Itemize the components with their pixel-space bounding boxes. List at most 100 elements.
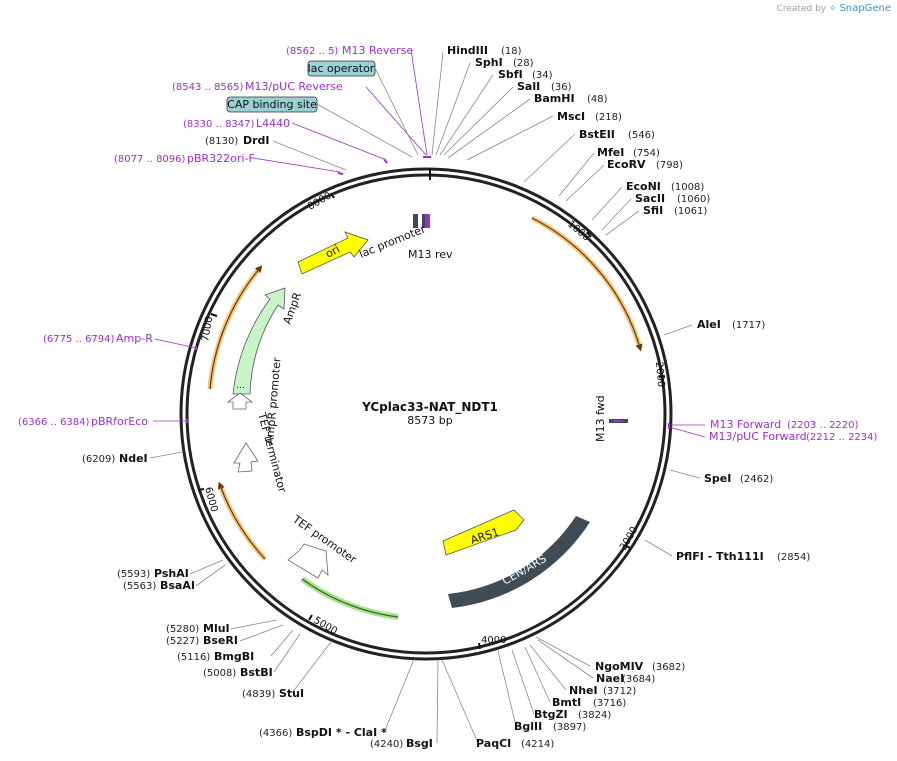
site-name: BamHI <box>534 92 575 105</box>
site-pos: (1717) <box>732 320 765 331</box>
site-name: SpeI <box>704 472 731 485</box>
site-name: AleI <box>697 318 721 331</box>
site-pos: (2462) <box>740 474 773 485</box>
site-name: MluI <box>203 622 230 635</box>
lac-cluster-box-2 <box>418 214 422 228</box>
site-name: HindIII <box>447 44 488 57</box>
primer-range: (2212 .. 2234) <box>806 432 878 443</box>
site-labels-left: (4839) StuI (5008) BstBI (5116) BmgBI (5… <box>82 134 304 700</box>
site-name: BtgZI <box>534 708 568 721</box>
site-pos: (5227) <box>166 636 199 647</box>
site-pos: (3712) <box>603 686 636 697</box>
plasmid-size: 8573 bp <box>407 414 452 427</box>
cap-binding-site-label: CAP binding site <box>227 98 317 111</box>
site-name: NaeI <box>596 672 624 685</box>
site-name: MscI <box>557 110 585 123</box>
primer-markers <box>186 156 670 429</box>
site-name: BglII <box>514 720 542 733</box>
site-name: BspDI * - ClaI * <box>296 726 387 739</box>
site-name: PflFI - Tth111I <box>676 550 764 563</box>
site-name: NheI <box>569 684 598 697</box>
m13-fwd-label: M13 fwd <box>594 395 607 442</box>
site-pos: (5116) <box>177 652 210 663</box>
site-pos: (218) <box>595 112 622 123</box>
site-pos: (3897) <box>553 722 586 733</box>
site-name: SphI <box>475 56 503 69</box>
site-name: SalI <box>517 80 540 93</box>
primer-name: M13/pUC Reverse <box>245 80 343 93</box>
tick-label: 4000 <box>481 635 506 646</box>
backbone-outer <box>179 167 673 661</box>
site-pos: (546) <box>628 130 655 141</box>
site-name: NdeI <box>119 452 148 465</box>
site-pos: (3684) <box>622 674 655 685</box>
site-pos: (8130) <box>205 136 238 147</box>
green-feature <box>300 576 399 620</box>
site-name: BstBI <box>240 666 273 679</box>
primer-name: M13 Reverse <box>342 44 413 57</box>
primer-range: (8330 .. 8347) <box>183 119 255 130</box>
site-pos: (36) <box>551 82 572 93</box>
site-pos: (798) <box>656 160 683 171</box>
site-pos: (5563) <box>123 581 156 592</box>
lac-operator-label: lac operator <box>308 62 375 75</box>
site-pos: (5593) <box>117 569 150 580</box>
tef-promoter-arrow <box>287 543 329 579</box>
cen-ars-arrow <box>448 516 590 608</box>
site-pos: (4240) <box>370 739 403 750</box>
orange-feature-lower-left-core <box>217 481 266 560</box>
site-name: BseRI <box>203 634 238 647</box>
ars1-arrow <box>442 509 525 556</box>
site-pos: (3682) <box>652 662 685 673</box>
site-name: BsaAI <box>160 579 195 592</box>
tef-terminator-arrow <box>233 442 259 473</box>
lac-operator-box: lac operator <box>307 60 419 156</box>
site-pos: (1008) <box>671 182 704 193</box>
site-pos: (6209) <box>82 454 115 465</box>
ampr-promoter-arrow <box>226 392 254 410</box>
site-pos: (28) <box>513 58 534 69</box>
snapgene-logo-icon: ✧ <box>829 4 837 14</box>
site-pos: (4366) <box>259 728 292 739</box>
site-pos: (4839) <box>242 689 275 700</box>
primer-range: (8077 .. 8096) <box>114 154 186 165</box>
primer-leader-lines <box>153 49 706 438</box>
site-pos: (18) <box>501 46 522 57</box>
site-name: EcoRV <box>607 158 646 171</box>
site-labels-bottom: NgoMIV (3682) NaeI (3684) NheI (3712) Bm… <box>259 660 685 750</box>
site-name: PaqCI <box>476 737 511 750</box>
backbone-inner <box>185 173 667 655</box>
ori-label: ori <box>323 242 342 260</box>
ori-arrow <box>297 231 369 275</box>
site-pos: (754) <box>633 148 660 159</box>
tick-label: 6000 <box>202 486 219 513</box>
site-name: SacII <box>635 192 665 205</box>
site-pos: (1060) <box>677 194 710 205</box>
m13-rev-label: M13 rev <box>408 248 453 261</box>
tick-label: 2000 <box>653 361 666 387</box>
ampr-arrow <box>232 287 286 395</box>
primer-name: Amp-R <box>116 332 153 345</box>
tick-label: 7000 <box>200 316 215 343</box>
brand-name: SnapGene <box>839 3 891 14</box>
site-name: NgoMIV <box>595 660 644 673</box>
site-labels-right: HindIII (18) SphI (28) SbfI (34) SalI (3… <box>447 44 810 563</box>
ampr-dots: … <box>236 381 245 391</box>
site-pos: (5008) <box>203 668 236 679</box>
primer-range: (6775 .. 6794) <box>43 334 115 345</box>
site-pos: (3824) <box>578 710 611 721</box>
site-pos: (3716) <box>593 698 626 709</box>
primer-name: M13 Forward <box>710 418 781 431</box>
site-name: MfeI <box>597 146 624 159</box>
site-leader-lines <box>149 51 701 744</box>
site-name: BsgI <box>406 737 433 750</box>
primer-labels: (8562 .. 5) M13 Reverse (8543 .. 8565) M… <box>18 44 878 443</box>
primer-name: pBR322ori-F <box>187 152 255 165</box>
site-pos: (1061) <box>674 206 707 217</box>
site-pos: (2854) <box>777 552 810 563</box>
primer-range: (6366 .. 6384) <box>18 417 90 428</box>
orange-feature-left-core <box>209 265 263 390</box>
site-name: BmtI <box>552 696 581 709</box>
site-name: BstEII <box>579 128 615 141</box>
